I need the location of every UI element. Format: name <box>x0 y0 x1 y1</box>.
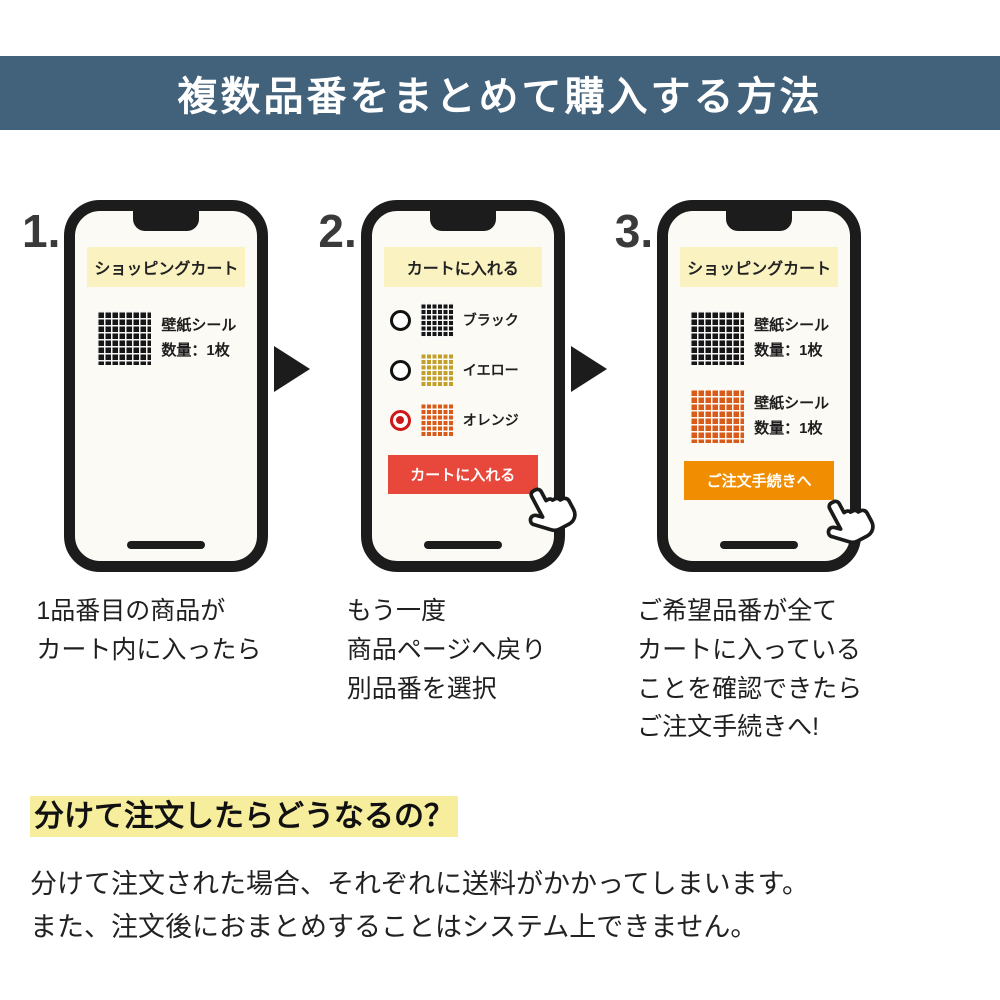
cart-item-text: 壁紙シール 数量：1枚 <box>161 313 236 364</box>
arrow-right-icon <box>570 346 607 392</box>
item-quantity: 数量：1枚 <box>161 342 230 359</box>
home-indicator <box>127 541 206 549</box>
home-indicator <box>423 541 502 549</box>
phone-notch <box>726 211 793 231</box>
footer-heading: 分けて注文したらどうなるの？ <box>30 791 458 837</box>
phone-notch <box>429 211 496 231</box>
color-option-yellow[interactable]: イエロー <box>389 353 554 387</box>
color-option-black[interactable]: ブラック <box>389 303 554 337</box>
step-3-number: 3. <box>614 205 654 257</box>
item-quantity: 数量：1枚 <box>754 420 823 437</box>
color-option-orange[interactable]: オレンジ <box>389 403 554 437</box>
phone-notch <box>133 211 200 231</box>
step-3: 3. ショッピングカート 壁紙シール 数量：1枚 <box>614 200 875 747</box>
radio-selected-icon[interactable] <box>389 409 411 431</box>
product-swatch-black-icon <box>97 311 152 365</box>
hand-cursor-icon <box>826 499 875 545</box>
radio-unselected-icon[interactable] <box>389 359 411 381</box>
cart-item: 壁紙シール 数量：1枚 <box>97 311 257 365</box>
phone-2: カートに入れる ブラック イエロー オレンジ <box>360 200 577 572</box>
step-2: 2. カートに入れる ブラック イエロー <box>318 200 577 708</box>
checkout-button[interactable]: ご注文手続きへ <box>684 461 835 500</box>
product-swatch-black-icon <box>690 311 745 365</box>
banner: 複数品番をまとめて購入する方法 <box>0 56 1000 130</box>
step-1-caption: 1品番目の商品が カート内に入ったら <box>36 597 262 664</box>
step-2-number: 2. <box>318 205 357 257</box>
swatch-yellow-icon <box>419 353 454 387</box>
step-2-caption: もう一度 商品ページへ戻り 別品番を選択 <box>346 597 547 703</box>
cart-header-1: ショッピングカート <box>87 247 246 287</box>
cart-header-3: ショッピングカート <box>680 247 839 287</box>
product-swatch-orange-icon <box>690 389 745 443</box>
arrow-right-icon <box>274 346 311 392</box>
cart-item: 壁紙シール 数量：1枚 <box>690 389 850 443</box>
add-to-cart-header: カートに入れる <box>383 247 542 287</box>
phone-3: ショッピングカート 壁紙シール 数量：1枚 壁紙シール 数量：1枚 <box>657 200 875 572</box>
footer-note: 分けて注文したらどうなるの？ 分けて注文された場合、それぞれに送料がかかってしま… <box>30 791 1000 949</box>
step-1-number: 1. <box>22 205 61 257</box>
swatch-black-icon <box>419 303 454 337</box>
phone-1: ショッピングカート 壁紙シール 数量：1枚 <box>64 200 269 572</box>
hand-cursor-icon <box>528 487 577 533</box>
item-name: 壁紙シール <box>754 316 830 334</box>
swatch-orange-icon <box>419 403 454 437</box>
item-name: 壁紙シール <box>161 316 237 334</box>
add-to-cart-button[interactable]: カートに入れる <box>387 455 538 494</box>
radio-unselected-icon[interactable] <box>389 309 411 331</box>
banner-title: 複数品番をまとめて購入する方法 <box>177 75 823 119</box>
home-indicator <box>720 541 799 549</box>
step-3-caption: ご希望品番が全て カートに入っている ことを確認できたら ご注文手続きへ! <box>637 597 863 742</box>
cart-item: 壁紙シール 数量：1枚 <box>690 311 850 365</box>
item-quantity: 数量：1枚 <box>754 342 823 359</box>
step-1: 1. ショッピングカート 壁紙シール 数量：1枚 1品番目の商品が <box>22 200 269 670</box>
item-name: 壁紙シール <box>754 394 830 412</box>
steps-row: 1. ショッピングカート 壁紙シール 数量：1枚 1品番目の商品が <box>0 200 1000 747</box>
footer-body: 分けて注文された場合、それぞれに送料がかかってしまいます。 また、注文後におまと… <box>30 869 809 943</box>
